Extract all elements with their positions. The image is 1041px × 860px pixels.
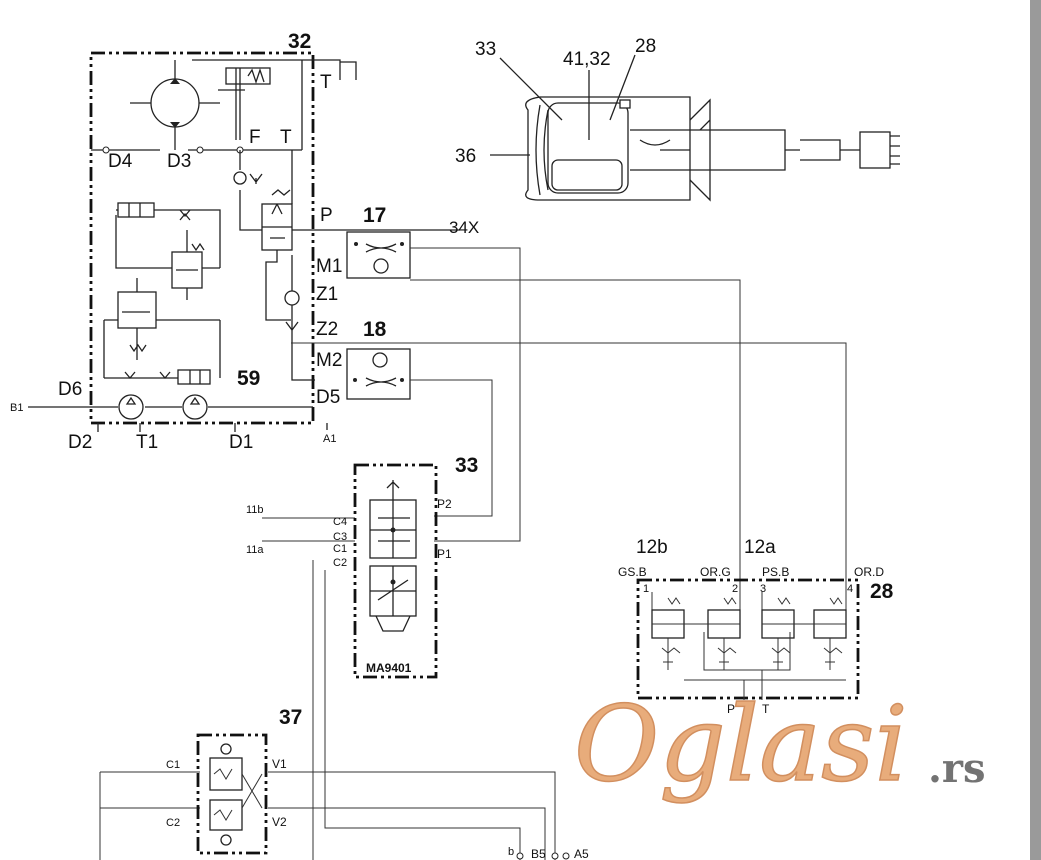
port-D1: D1 <box>229 432 253 453</box>
input-11a: 11a <box>246 544 264 556</box>
port-M2: M2 <box>316 350 342 371</box>
port-F: F <box>249 127 261 148</box>
port-T1: T1 <box>136 432 158 453</box>
port-V1: V1 <box>272 757 287 771</box>
port-1: 1 <box>643 583 649 595</box>
port-A1: A1 <box>323 433 336 445</box>
motor-label-41-32: 41,32 <box>563 49 611 70</box>
port-T-28: T <box>762 702 770 716</box>
block-33-name: MA9401 <box>366 661 412 675</box>
port-P-28: P <box>727 702 735 716</box>
motor-label-33: 33 <box>475 39 496 60</box>
block-18: 18 <box>346 318 411 400</box>
connection-lines <box>99 247 847 860</box>
motor-label-36: 36 <box>455 146 476 167</box>
block-17-number: 17 <box>363 204 386 227</box>
label-OR-D: OR.D <box>854 565 884 579</box>
port-D6: D6 <box>58 379 82 400</box>
manifold-ports: M1 Z1 Z2 M2 D5 <box>284 255 342 408</box>
port-C2: C2 <box>333 557 347 569</box>
port-T-inner: T <box>280 127 292 148</box>
watermark-suffix: .rs <box>928 745 986 792</box>
block-33-number: 33 <box>455 454 478 477</box>
block-32: 32 T F T D4 D3 P 34X <box>10 30 479 453</box>
port-Z1: Z1 <box>316 284 338 305</box>
port-P: P <box>320 205 333 226</box>
block-28: 28 12b 12a GS.B OR.G PS.B OR.D 1 2 3 4 P… <box>618 537 894 716</box>
port-C3: C3 <box>333 531 347 543</box>
motor-assembly: 33 41,32 28 36 <box>455 36 900 202</box>
port-P2: P2 <box>437 497 452 511</box>
port-C1: C1 <box>333 543 347 555</box>
label-PS-B: PS.B <box>762 565 789 579</box>
port-P1: P1 <box>437 547 452 561</box>
label-OR-G: OR.G <box>700 565 731 579</box>
block-37: 37 C1 C2 V1 V2 <box>166 706 302 855</box>
label-34X: 34X <box>449 218 479 237</box>
motor-label-28: 28 <box>635 36 656 57</box>
block-18-number: 18 <box>363 318 387 341</box>
port-b: b <box>508 846 514 858</box>
block-33: 33 11b 11a C4 C3 C1 C2 P2 P1 MA9401 <box>246 454 478 679</box>
label-GS-B: GS.B <box>618 565 647 579</box>
label-12a: 12a <box>744 537 776 558</box>
label-12b: 12b <box>636 537 668 558</box>
port-D4: D4 <box>108 151 133 172</box>
port-A5: A5 <box>574 847 589 860</box>
port-3: 3 <box>760 583 766 595</box>
port-M1: M1 <box>316 256 342 277</box>
bottom-connectors: b B5 A5 <box>508 846 589 860</box>
port-T-top: T <box>320 72 332 93</box>
port-D5: D5 <box>316 387 340 408</box>
label-59: 59 <box>237 367 260 390</box>
port-Z2: Z2 <box>316 319 338 340</box>
block-37-number: 37 <box>279 706 302 729</box>
port-2: 2 <box>732 583 738 595</box>
port-B1: B1 <box>10 402 23 414</box>
port-C4: C4 <box>333 516 347 528</box>
watermark-text: Oglasi <box>574 683 908 805</box>
port-C1-37: C1 <box>166 759 180 771</box>
block-32-number: 32 <box>288 30 311 53</box>
port-D2: D2 <box>68 432 92 453</box>
side-scroll-bar <box>1030 0 1041 860</box>
port-B5: B5 <box>531 847 546 860</box>
block-28-number: 28 <box>870 580 894 603</box>
oglasi-watermark: Oglasi .rs <box>573 682 986 806</box>
port-D3: D3 <box>167 151 191 172</box>
port-V2: V2 <box>272 815 287 829</box>
port-C2-37: C2 <box>166 817 180 829</box>
port-4: 4 <box>847 583 853 595</box>
input-11b: 11b <box>246 504 264 516</box>
block-17: 17 <box>346 204 411 279</box>
